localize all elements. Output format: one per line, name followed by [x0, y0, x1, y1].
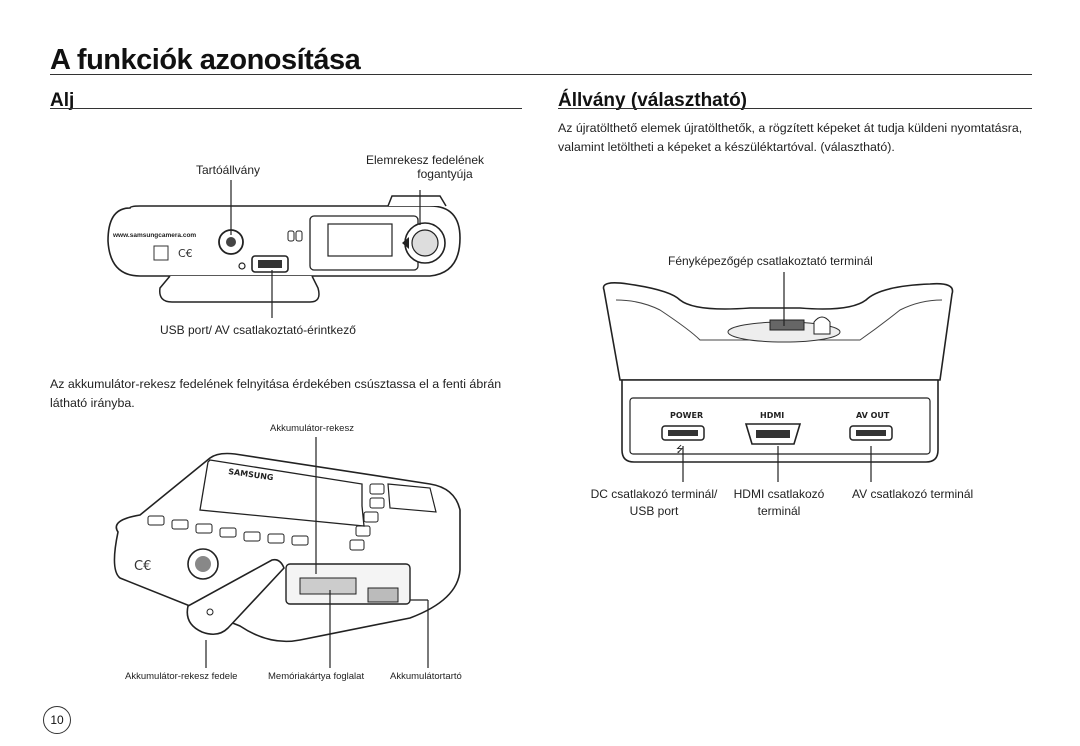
label-hdmi-terminal-line1: HDMI csatlakozó [733, 487, 825, 501]
label-camera-terminal: Fényképezőgép csatlakoztató terminál [668, 254, 873, 268]
label-battery-chamber: Akkumulátor-rekesz [270, 423, 354, 434]
panel-label-power: POWER [670, 411, 703, 420]
page-number: 10 [43, 706, 71, 734]
label-av-terminal: AV csatlakozó terminál [852, 487, 974, 501]
cradle-section-divider [558, 108, 1032, 109]
cradle-section-heading: Állvány (választható) [558, 90, 747, 111]
battery-instruction: Az akkumulátor-rekesz fedelének felnyitá… [50, 377, 502, 410]
svg-text:C€: C€ [134, 559, 151, 574]
page-title: A funkciók azonosítása [50, 44, 361, 76]
label-battery-cover-handle: Elemrekesz fedelének fogantyúja [350, 153, 500, 181]
brand-url-text: www.samsungcamera.com [113, 232, 197, 239]
label-tripod-mount: Tartóállvány [196, 163, 261, 177]
label-memory-card-slot: Memóriakártya foglalat [268, 671, 365, 682]
label-battery-cover-handle-line1: Elemrekesz fedelének [365, 153, 485, 167]
camera-battery-illustration: C€ SAMSUNG [113, 452, 461, 643]
label-dc-terminal: DC csatlakozó terminál/ USB port [574, 487, 734, 518]
cradle-description: Az újratölthető elemek újratölthetők, a … [558, 121, 1023, 154]
label-hdmi-terminal-line2: terminál [757, 504, 801, 518]
label-usb-av-port: USB port/ AV csatlakoztató-érintkező [160, 323, 356, 337]
svg-text:C€: C€ [178, 247, 193, 260]
label-hdmi-terminal: HDMI csatlakozó terminál [724, 487, 834, 518]
bottom-section-heading: Alj [50, 90, 75, 111]
camera-bottom-illustration: C€ [107, 195, 461, 303]
label-battery-cover-handle-line2: fogantyúja [417, 167, 473, 181]
label-dc-terminal-line2: USB port [629, 504, 679, 518]
label-battery-holder: Akkumulátortartó [390, 671, 462, 682]
label-dc-terminal-line1: DC csatlakozó terminál/ [590, 487, 718, 501]
label-battery-chamber-cover: Akkumulátor-rekesz fedele [125, 671, 238, 682]
cradle-illustration: POWER HDMI AV OUT ⭍ [602, 282, 954, 463]
usb-symbol-icon: ⭍ [676, 444, 684, 455]
title-divider [50, 74, 1032, 75]
panel-label-hdmi: HDMI [760, 411, 784, 420]
panel-label-av-out: AV OUT [856, 411, 890, 420]
bottom-section-divider [50, 108, 522, 109]
